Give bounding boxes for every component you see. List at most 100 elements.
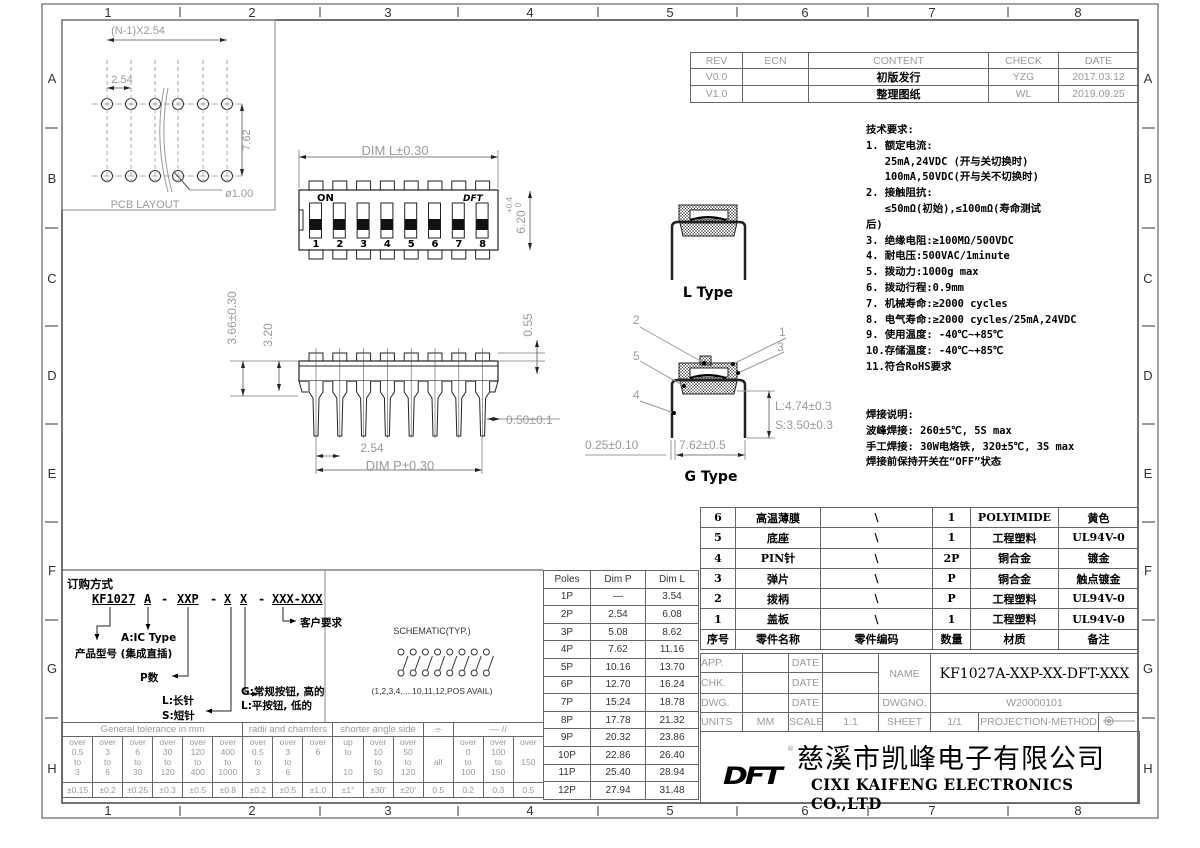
tolerance-value-cell: 0.2 bbox=[452, 782, 484, 798]
ordering-code-segment: - bbox=[161, 592, 169, 606]
parts-header-cell: 数量 bbox=[932, 628, 971, 650]
revision-cell bbox=[742, 85, 809, 103]
tolerance-range-cell: over 400 to 1000 bbox=[212, 736, 244, 783]
parts-cell: 黄色 bbox=[1058, 506, 1139, 529]
schematic-terminal bbox=[446, 648, 454, 656]
pin-tab bbox=[427, 180, 443, 191]
revision-cell: 2019.09.25 bbox=[1058, 85, 1139, 103]
frame-column-number: 7 bbox=[928, 803, 935, 818]
poles-cell: 28.94 bbox=[645, 763, 699, 783]
tech-requirement-line: 10.存储温度: -40℃~+85℃ bbox=[866, 345, 1004, 358]
arrowhead-icon bbox=[145, 624, 151, 630]
slider-actuator bbox=[333, 219, 346, 230]
tech-requirement-line: 7. 机械寿命:≥2000 cycles bbox=[866, 297, 1008, 310]
poles-cell: 5.08 bbox=[590, 622, 646, 642]
pitch-dim: 2.54 bbox=[360, 441, 384, 455]
pin-tab bbox=[451, 180, 467, 191]
tolerance-range-cell: over 0.5 to 3 bbox=[242, 736, 274, 783]
ordering-code-segment: XXX-XXX bbox=[272, 592, 323, 606]
schematic-switch-blade bbox=[487, 655, 494, 671]
lead-thickness-dim: 0.25±0.10 bbox=[585, 438, 639, 452]
tolerance-value-cell: ±30′ bbox=[362, 782, 394, 798]
poles-cell: 1P bbox=[543, 587, 591, 607]
parts-cell: 工程塑料 bbox=[970, 608, 1059, 630]
soldering-line: 波峰焊接: 260±5℃, 5S max bbox=[866, 424, 1012, 437]
ordering-code-segment: XXP bbox=[177, 592, 199, 606]
arrowhead-icon bbox=[535, 367, 539, 374]
poles-cell: 21.32 bbox=[645, 710, 699, 730]
pin-tab bbox=[475, 180, 491, 191]
pin-tab bbox=[475, 249, 491, 260]
parts-cell: UL94V-0 bbox=[1058, 588, 1139, 610]
tech-requirement-line: 后) bbox=[866, 218, 883, 231]
poles-cell: 2P bbox=[543, 605, 591, 624]
tolerance-range-cell: over 3 to 6 bbox=[92, 736, 124, 783]
poles-cell: 13.70 bbox=[645, 657, 699, 677]
tolerance-range-cell: all bbox=[422, 736, 454, 783]
callout-3: 3 bbox=[777, 340, 784, 354]
schematic-terminal bbox=[397, 648, 405, 656]
ordering-code-segment: KF1027 bbox=[92, 592, 136, 606]
poles-cell: 7.62 bbox=[590, 640, 646, 659]
switch-number: 8 bbox=[479, 239, 486, 250]
slider-actuator bbox=[452, 219, 465, 230]
slider-actuator bbox=[357, 219, 370, 230]
tech-requirement-line: 25mA,24VDC (开与关切换时) bbox=[866, 155, 1029, 168]
arrowhead-icon bbox=[676, 453, 683, 457]
parts-cell: 4 bbox=[700, 547, 736, 569]
dft-small-logo: DFT bbox=[463, 194, 484, 204]
tolerance-range-cell: over 6 bbox=[302, 736, 334, 783]
tolerance-range-cell: over 100 to 150 bbox=[482, 736, 514, 783]
poles-cell: 12.70 bbox=[590, 675, 646, 695]
tolerance-group-cell: — // bbox=[452, 722, 544, 737]
frame-row-letter: G bbox=[47, 661, 57, 676]
scale-value: 1:1 bbox=[822, 712, 879, 732]
parts-cell: 弹片 bbox=[735, 567, 821, 590]
slider-actuator bbox=[404, 219, 417, 230]
tech-requirement-line: 2. 接触阻抗: bbox=[866, 187, 933, 200]
l-type-label: L Type bbox=[683, 285, 733, 301]
callout-dot bbox=[736, 371, 740, 375]
poles-cell: 11.16 bbox=[645, 640, 699, 659]
tolerance-value-cell: 0.5 bbox=[422, 782, 454, 798]
revision-header-cell: DATE bbox=[1058, 52, 1139, 69]
frame-column-number: 6 bbox=[801, 5, 808, 20]
pin-tab bbox=[403, 180, 419, 191]
scale-label: SCALE bbox=[788, 712, 823, 732]
dim-l-label: DIM L±0.30 bbox=[361, 143, 428, 158]
lead-length-s: S:3.50±0.3 bbox=[775, 418, 833, 432]
tolerance-range-cell: over 30 to 120 bbox=[152, 736, 184, 783]
callout-5: 5 bbox=[633, 349, 640, 363]
projection-method-label: PROJECTION-METHOD bbox=[978, 712, 1099, 732]
schematic-switch-blade bbox=[426, 655, 433, 671]
tech-requirement-line: 4. 耐电压:500VAC/1minute bbox=[866, 250, 1010, 263]
poles-cell: 3P bbox=[543, 622, 591, 642]
pin-count-label: P数 bbox=[140, 672, 159, 684]
frame-row-letter: C bbox=[1143, 271, 1152, 286]
poles-cell: 8P bbox=[543, 710, 591, 730]
ordering-code-segment: - bbox=[210, 592, 218, 606]
poles-cell: 2.54 bbox=[590, 605, 646, 624]
arrowhead-icon bbox=[172, 673, 178, 679]
parts-cell: \ bbox=[820, 608, 933, 630]
schematic-terminal bbox=[421, 669, 429, 677]
poles-header-cell: Dim P bbox=[590, 570, 646, 589]
parts-header-cell: 零件编码 bbox=[820, 628, 933, 650]
frame-column-number: 3 bbox=[384, 5, 391, 20]
parts-cell: \ bbox=[820, 527, 933, 549]
parts-cell: PIN针 bbox=[735, 547, 821, 569]
arrowhead-icon bbox=[277, 384, 281, 391]
schematic-switch-blade bbox=[439, 655, 446, 671]
schematic-terminal bbox=[458, 648, 466, 656]
schematic-terminal bbox=[470, 669, 478, 677]
l-type-contact-spring bbox=[689, 216, 727, 221]
